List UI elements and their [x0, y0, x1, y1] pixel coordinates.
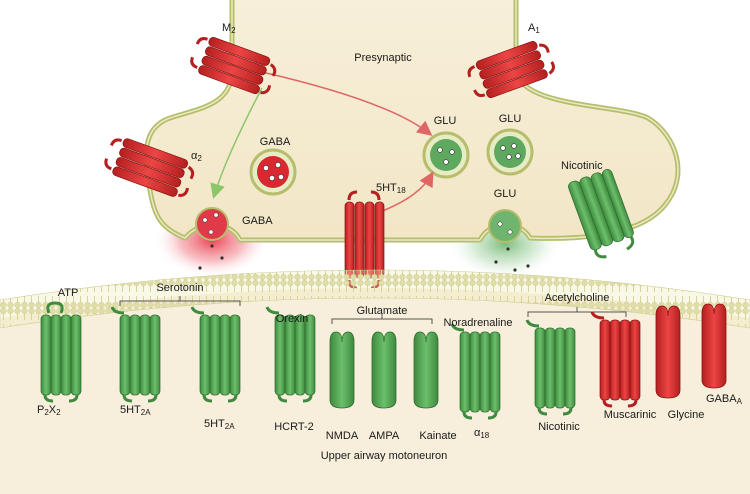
glu-vesicle-1-label: GLU [433, 115, 457, 127]
5ht18-label: 5HT18 [376, 182, 406, 195]
glu-release-label: GLU [493, 188, 517, 200]
5ht2a-receptor-2 [190, 306, 241, 403]
5ht2a-label-1: 5HT2A [120, 404, 151, 417]
alpha2-receptor [104, 138, 195, 197]
gabaa-label: GABAA [706, 393, 742, 406]
presynaptic-nicotinic-receptor [568, 169, 635, 259]
a1-label: A1 [528, 22, 540, 35]
m2-receptor [190, 37, 277, 95]
acetylcholine-bracket [527, 307, 627, 317]
nmda-label: NMDA [325, 430, 359, 442]
hcrt2-label: HCRT-2 [274, 421, 314, 433]
gaba-vesicle [249, 148, 297, 196]
nmda-receptor [329, 331, 355, 409]
5ht18-to-glu-arrow [379, 171, 434, 213]
gaba-vesicle-label: GABA [259, 136, 291, 148]
gaba-release-pocket [195, 207, 229, 241]
glycine-label: Glycine [667, 409, 705, 421]
orexin-group-label: Orexin [275, 313, 309, 325]
glu-vesicle-1 [422, 131, 470, 179]
serotonin-group-label: Serotonin [156, 282, 204, 294]
gabaa-receptor [701, 303, 727, 389]
postsynaptic-membrane [0, 269, 750, 329]
p2x2-label: P2X2 [37, 404, 61, 417]
5ht2a-receptor-1 [110, 306, 161, 403]
m2-label: M2 [222, 22, 236, 35]
gaba-release-label: GABA [242, 215, 273, 227]
glu-vesicle-2 [486, 128, 534, 176]
nicotinic-receptor [525, 319, 576, 416]
nicotinic-label: Nicotinic [538, 421, 580, 433]
glu-vesicle-2-label: GLU [498, 113, 522, 125]
alpha18-label: α18 [474, 427, 490, 440]
acetylcholine-group-label: Acetylcholine [544, 292, 610, 304]
muscarinic-receptor [590, 311, 641, 408]
alpha2-label: α2 [191, 150, 202, 163]
ampa-receptor [371, 331, 397, 409]
alpha18-receptor [450, 323, 501, 420]
a1-receptor [467, 41, 555, 99]
m2-to-gaba-arrow [210, 87, 263, 199]
glycine-receptor [655, 305, 681, 399]
glutamate-group-label: Glutamate [356, 305, 408, 317]
muscarinic-label: Muscarinic [603, 409, 657, 421]
kainate-receptor [413, 331, 439, 409]
noradrenaline-group-label: Noradrenaline [443, 317, 513, 329]
m2-to-glu-arrow [261, 71, 433, 136]
glutamate-bracket [331, 314, 433, 324]
ampa-label: AMPA [368, 430, 400, 442]
hcrt2-receptor [265, 306, 316, 403]
glu-release-pocket [488, 209, 522, 243]
upper-airway-motoneuron-label: Upper airway motoneuron [320, 450, 448, 462]
presynaptic-nicotinic-label: Nicotinic [561, 160, 603, 172]
5ht2a-label-2: 5HT2A [204, 418, 235, 431]
atp-group-label: ATP [57, 287, 79, 299]
kainate-label: Kainate [419, 430, 457, 442]
presynaptic-label: Presynaptic [354, 52, 412, 64]
serotonin-bracket [119, 296, 241, 306]
p2x2-receptor [40, 301, 82, 403]
